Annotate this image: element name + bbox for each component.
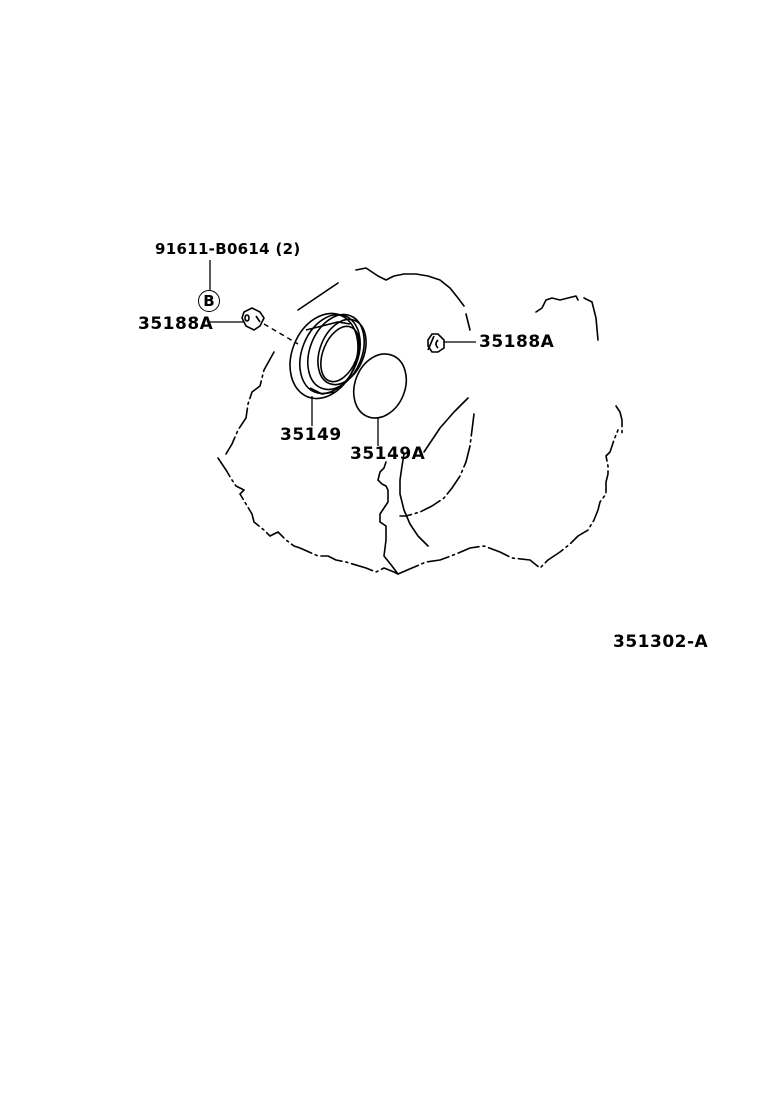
callout-part-number-text: 91611-B0614 [155,240,270,258]
housing-outline [217,267,623,575]
clip-left-35188A[interactable] [241,307,265,331]
label-clip-left[interactable]: 35188A [138,314,214,334]
label-o-ring[interactable]: 35149A [350,444,426,464]
callout-symbol-text: B [203,291,215,310]
callout-symbol-b[interactable]: B [198,290,220,312]
leader-lines [209,260,476,446]
assembly-line-left [263,323,299,345]
oil-seal-35149[interactable] [278,303,375,409]
o-ring-35149A[interactable] [344,346,415,426]
callout-part-number[interactable]: 91611-B0614 (2) [155,242,301,257]
label-oil-seal[interactable]: 35149 [280,425,342,445]
reference-code: 351302-A [613,632,709,652]
label-clip-right[interactable]: 35188A [479,332,555,352]
callout-quantity: (2) [275,240,301,258]
clip-right-35188A[interactable] [427,333,445,353]
